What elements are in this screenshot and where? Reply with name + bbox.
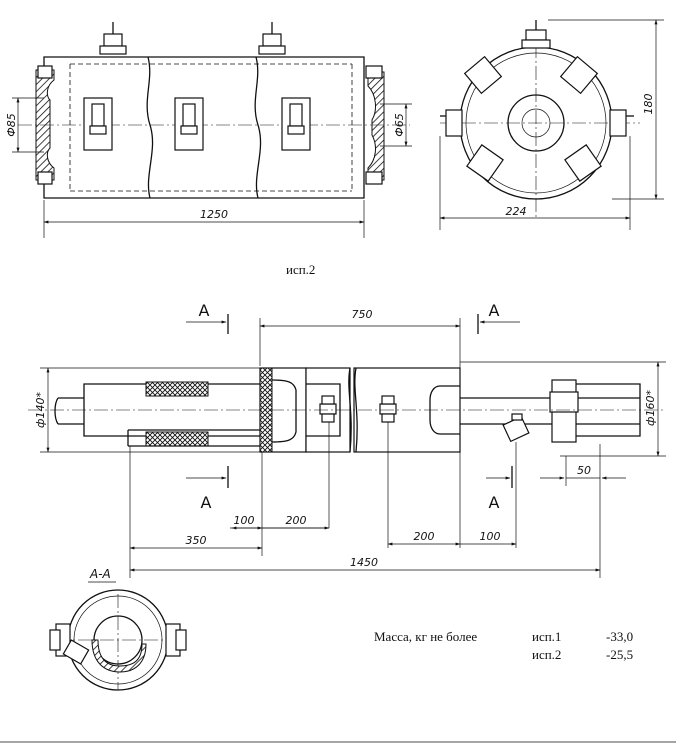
mass-variant-2: исп.2: [532, 647, 561, 662]
mass-label: Масса, кг не более: [374, 629, 477, 644]
section-view: A-A: [49, 567, 187, 691]
end-view: 224 180: [439, 19, 664, 230]
main-bolt-1: [319, 395, 337, 423]
dim-right-offset: 50: [577, 464, 591, 477]
clamp-3: [281, 97, 311, 151]
top-bolt-1: [99, 22, 127, 55]
dim-bottom-1: 100: [234, 514, 255, 527]
section-mark-bottom-right: A: [489, 493, 500, 512]
dim-end-width: 224: [506, 205, 527, 218]
section-mark-top-right: A: [489, 301, 500, 320]
main-view: A A 750 ф140* ф160*: [28, 301, 666, 578]
dim-right-diameter: ф160*: [644, 390, 657, 426]
top-bolt-2: [258, 22, 286, 55]
dim-length: 1250: [200, 208, 228, 221]
dim-bottom-0: 350: [186, 534, 207, 547]
top-side-view: 1250 Ф85 Ф65: [5, 22, 412, 238]
dim-bottom-3: 200: [414, 530, 435, 543]
variant-label: исп.2: [286, 262, 315, 277]
mass-variant-1: исп.1: [532, 629, 561, 644]
dim-overall: 1450: [350, 556, 378, 569]
clamp-2: [174, 97, 204, 151]
section-mark-bottom-left: A: [201, 493, 212, 512]
mass-note: Масса, кг не более исп.1 -33,0 исп.2 -25…: [374, 629, 633, 662]
section-title: A-A: [89, 567, 111, 581]
clamp-1: [83, 97, 113, 151]
mass-value-1: -33,0: [606, 629, 633, 644]
dim-bottom-2: 200: [286, 514, 307, 527]
dim-span: 750: [352, 308, 373, 321]
main-bolt-2: [379, 395, 397, 423]
mass-value-2: -25,5: [606, 647, 633, 662]
dim-end-height: 180: [642, 94, 655, 115]
section-mark-top-left: A: [199, 301, 210, 320]
main-bolt-3: [502, 413, 530, 443]
dim-inner-diameter: Ф85: [5, 113, 18, 136]
dim-outer-diameter: Ф65: [393, 113, 406, 136]
dim-bottom-4: 100: [480, 530, 501, 543]
